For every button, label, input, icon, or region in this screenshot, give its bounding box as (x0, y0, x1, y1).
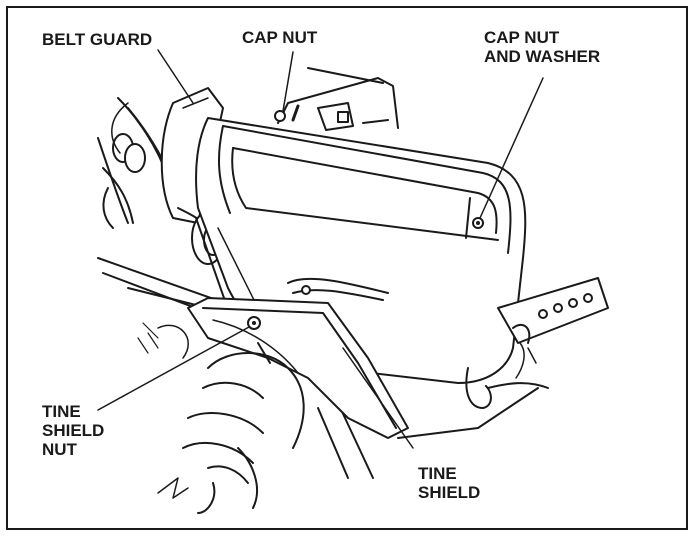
tiller-illustration (97, 49, 609, 514)
diagram-frame: BELT GUARD CAP NUT CAP NUT AND WASHER TI… (6, 6, 688, 530)
belt-guard-leader (157, 49, 194, 104)
label-tine-shield: TINE SHIELD (418, 464, 481, 502)
tine-shield-leader (342, 347, 414, 449)
label-belt-guard: BELT GUARD (42, 30, 153, 49)
hitch-pin (465, 367, 492, 409)
depth-bar-bracket (497, 277, 609, 379)
engine-top (277, 67, 399, 131)
label-cap-nut: CAP NUT (242, 28, 318, 47)
cap-nut-part (274, 110, 286, 122)
label-tine-shield-nut: TINE SHIELD NUT (42, 402, 105, 459)
cap-nut-leader (282, 51, 294, 112)
cap-nut-washer-leader (479, 77, 544, 219)
handlebar-assembly (97, 97, 179, 229)
label-cap-nut-and-washer: CAP NUT AND WASHER (484, 28, 601, 66)
hand (157, 342, 305, 514)
leader-lines (97, 49, 544, 449)
tine-shield-nut-leader (97, 326, 250, 411)
